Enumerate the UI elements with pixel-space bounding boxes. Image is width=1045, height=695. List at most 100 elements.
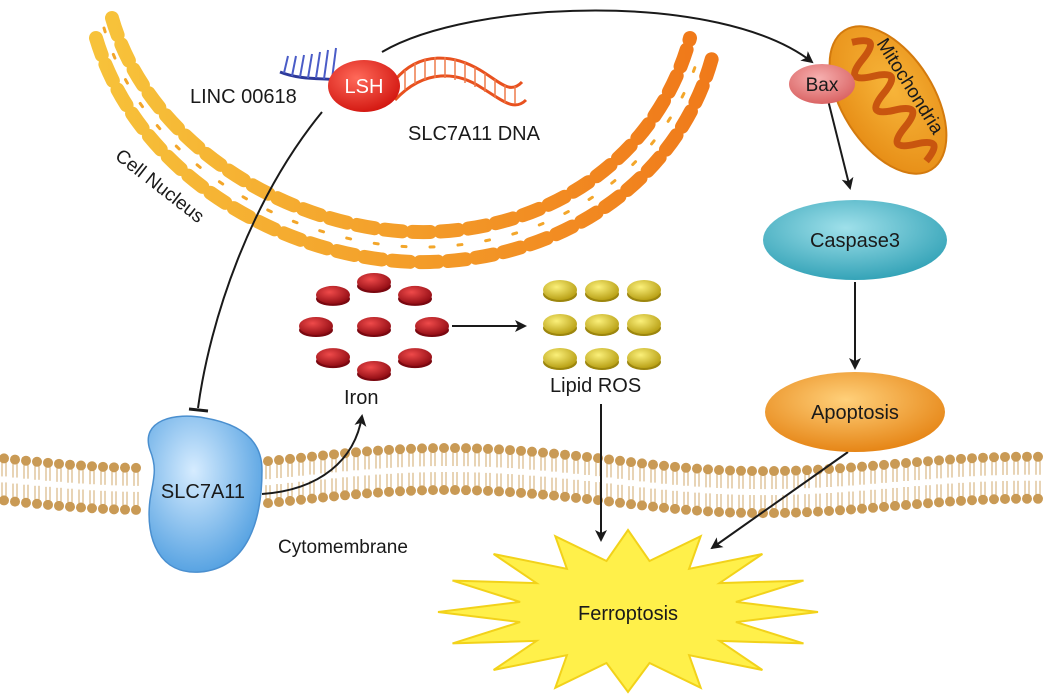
lipid-molecule [670, 461, 680, 514]
lipid-molecule [43, 457, 53, 510]
lipid-ros-particle [543, 348, 577, 370]
lipid-molecule [527, 446, 537, 499]
lipid-molecule [340, 448, 350, 501]
lipid-molecule [582, 451, 592, 504]
lipid-ros-particle [585, 314, 619, 336]
lipid-molecule [1033, 451, 1043, 504]
nucleus-envelope [89, 11, 719, 270]
iron-label: Iron [344, 387, 378, 409]
lipid-molecule [483, 443, 493, 496]
lipid-molecule [362, 446, 372, 499]
lipid-molecule [890, 458, 900, 511]
lipid-molecule [560, 449, 570, 502]
lipid-molecule [857, 461, 867, 514]
iron-particle [315, 348, 350, 369]
lipid-molecule [472, 443, 482, 496]
lipid-molecule [131, 462, 141, 515]
lipid-molecule [802, 465, 812, 518]
lipid-ros-particle [585, 280, 619, 302]
lipid-molecule [461, 443, 471, 496]
iron-particle [357, 317, 391, 337]
lipid-molecule [1022, 451, 1032, 504]
iron-particle [398, 348, 433, 369]
lipid-molecule [538, 447, 548, 500]
lipid-molecule [736, 465, 746, 518]
lipid-molecule [494, 444, 504, 497]
iron-particles [299, 273, 449, 381]
lipid-ros-particle [543, 314, 577, 336]
iron-particle [315, 285, 350, 306]
iron-particle [357, 273, 391, 293]
lipid-molecule [505, 445, 515, 498]
lipid-molecule [934, 455, 944, 508]
arrow-bax-to-caspase [827, 99, 854, 190]
caspase3-node: Caspase3 [763, 200, 947, 280]
lipid-molecule [120, 462, 130, 515]
lipid-molecule [285, 453, 295, 506]
bax-node: Bax [789, 64, 855, 104]
lipid-molecule [10, 454, 20, 507]
lipid-molecule [879, 459, 889, 512]
apoptosis-node: Apoptosis [765, 372, 945, 452]
lipid-molecule [923, 456, 933, 509]
lipid-molecule [978, 452, 988, 505]
lipid-molecule [615, 455, 625, 508]
lipid-molecule [747, 466, 757, 519]
apoptosis-label: Apoptosis [811, 402, 899, 424]
lipid-molecule [76, 460, 86, 513]
lipid-molecule [318, 450, 328, 503]
lipid-molecule [769, 466, 779, 519]
caspase3-label: Caspase3 [810, 230, 900, 252]
lipid-molecule [868, 460, 878, 513]
lipid-molecule [967, 453, 977, 506]
lipid-molecule [65, 459, 75, 512]
lipid-molecule [813, 464, 823, 517]
lipid-molecule [87, 461, 97, 514]
cytomembrane-bilayer [0, 443, 1043, 519]
lipid-molecule [692, 463, 702, 516]
lipid-molecule [791, 465, 801, 518]
lipid-molecule [21, 455, 31, 508]
linc-rna-strand [279, 47, 341, 82]
lipid-molecule [604, 454, 614, 507]
lipid-molecule [681, 462, 691, 515]
lipid-molecule [373, 445, 383, 498]
lipid-molecule [516, 445, 526, 498]
lipid-ros-particle [585, 348, 619, 370]
lipid-molecule [439, 443, 449, 496]
arrow-slc-to-iron [261, 414, 367, 495]
lipid-molecule [274, 455, 284, 508]
slc-dna-label: SLC7A11 DNA [408, 123, 541, 145]
connectors [188, 9, 861, 550]
lsh-label: LSH [345, 76, 384, 98]
iron-particle [415, 317, 449, 337]
lipid-ros-particles [543, 280, 661, 370]
lipid-molecule [406, 443, 416, 496]
lipid-molecule [109, 462, 119, 515]
lipid-molecule [648, 459, 658, 512]
arrow-apoptosis-to-ferroptosis [710, 451, 849, 550]
lipid-molecule [780, 465, 790, 518]
slc7a11-transporter: SLC7A11 [147, 415, 263, 573]
lipid-molecule [54, 458, 64, 511]
lipid-ros-particle [627, 314, 661, 336]
iron-particle [357, 361, 391, 381]
inhibit-lsh-to-slc7a11 [197, 111, 323, 409]
lipid-molecule [725, 465, 735, 518]
bax-label: Bax [806, 75, 839, 96]
lipid-molecule [395, 444, 405, 497]
iron-particle [299, 317, 333, 337]
lipid-molecule [384, 444, 394, 497]
lipid-ros-particle [543, 280, 577, 302]
lipid-molecule [956, 453, 966, 506]
lipid-molecule [945, 454, 955, 507]
lipid-molecule [1011, 451, 1021, 504]
slc7a11-label: SLC7A11 [161, 481, 245, 503]
lipid-ros-particle [627, 280, 661, 302]
lipid-molecule [824, 464, 834, 517]
lipid-molecule [659, 460, 669, 513]
ferroptosis-label: Ferroptosis [578, 603, 678, 625]
lipid-molecule [428, 443, 438, 496]
lipid-molecule [549, 448, 559, 501]
